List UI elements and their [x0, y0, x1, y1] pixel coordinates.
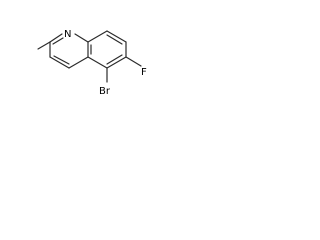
bond-c2-n1-inner [52, 37, 64, 45]
atom-label-br: Br [99, 86, 111, 97]
molecule-canvas: N F Br [0, 0, 186, 113]
bond-c8-c7-inner [106, 34, 123, 45]
bond-c5-c4a [87, 56, 108, 69]
bond-c3-c4-inner [53, 55, 70, 65]
structure-drawing: N F Br [37, 29, 147, 97]
bond-c6-c5-inner [106, 54, 123, 65]
bond-c6-c5 [106, 56, 127, 69]
bond-c3-c4 [49, 56, 70, 69]
bond-c8a-c8 [87, 30, 108, 43]
bond-c6-f [125, 56, 142, 67]
bond-layer [37, 30, 142, 83]
bond-methyl [37, 41, 51, 50]
atom-label-n: N [64, 29, 71, 40]
bond-c2-n1 [49, 33, 63, 43]
bond-c8-c7 [106, 30, 127, 43]
atom-label-layer: N F Br [64, 29, 147, 97]
bond-n1-c8a [74, 33, 89, 43]
atom-label-f: F [141, 67, 147, 78]
bond-c4-c4a [68, 56, 89, 69]
